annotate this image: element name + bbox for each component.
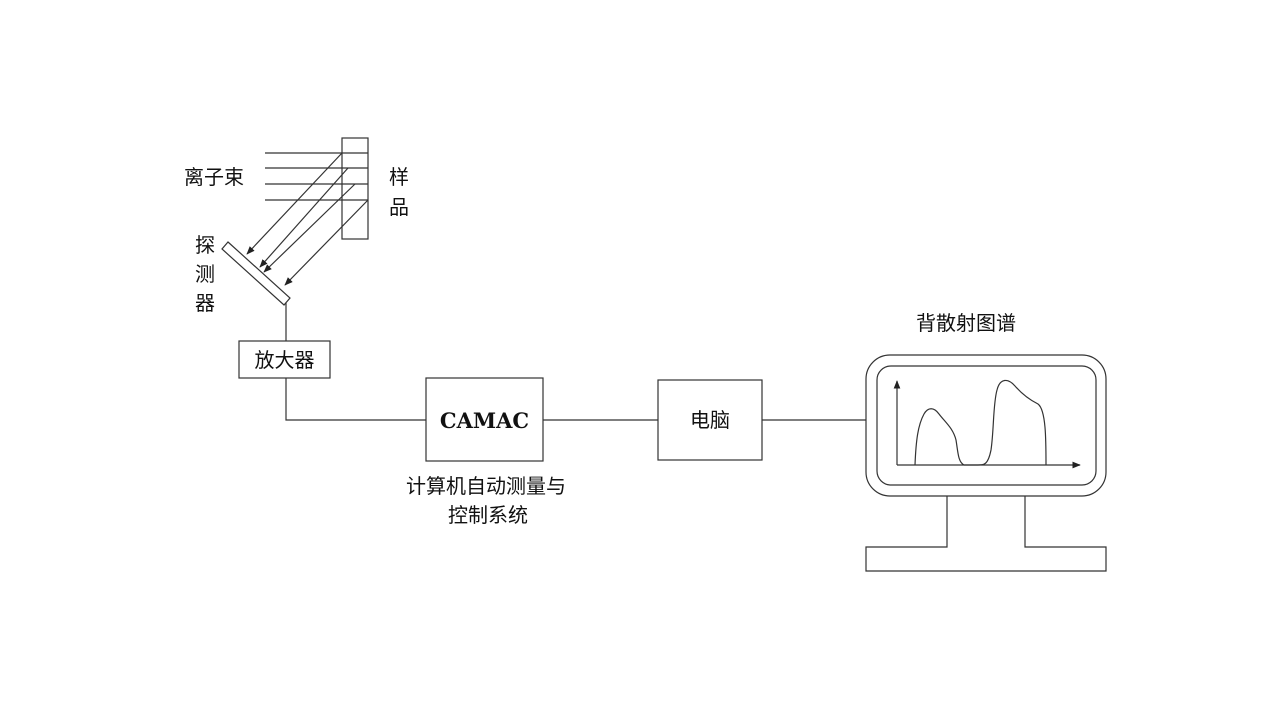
spectrum-plot xyxy=(893,379,1081,469)
amplifier-camac-wire xyxy=(285,378,426,421)
spectrum-title: 背散射图谱 xyxy=(916,311,1016,335)
ion-beam-lines xyxy=(265,152,342,201)
computer-label: 电脑 xyxy=(690,408,730,432)
sample-label-2: 品 xyxy=(389,195,409,219)
sample-inner-lines xyxy=(342,152,368,201)
detector-label-2: 测 xyxy=(195,262,215,286)
camac-label: CAMAC xyxy=(440,408,529,433)
system-label-line1: 计算机自动测量与 xyxy=(406,474,566,498)
detector-plate xyxy=(221,241,291,306)
system-label-line2: 控制系统 xyxy=(448,503,528,527)
scattered-rays xyxy=(246,152,369,286)
monitor-stand xyxy=(865,496,1107,572)
spectrum-curve xyxy=(914,379,1047,466)
amplifier-label: 放大器 xyxy=(255,348,315,372)
camac-box xyxy=(425,377,544,462)
detector-label-3: 器 xyxy=(195,291,215,315)
monitor-screen xyxy=(876,365,1097,486)
sample-label-1: 样 xyxy=(389,165,409,189)
amplifier-box xyxy=(238,340,331,379)
detector-label-1: 探 xyxy=(195,233,215,257)
ion-beam-label: 离子束 xyxy=(184,165,244,189)
